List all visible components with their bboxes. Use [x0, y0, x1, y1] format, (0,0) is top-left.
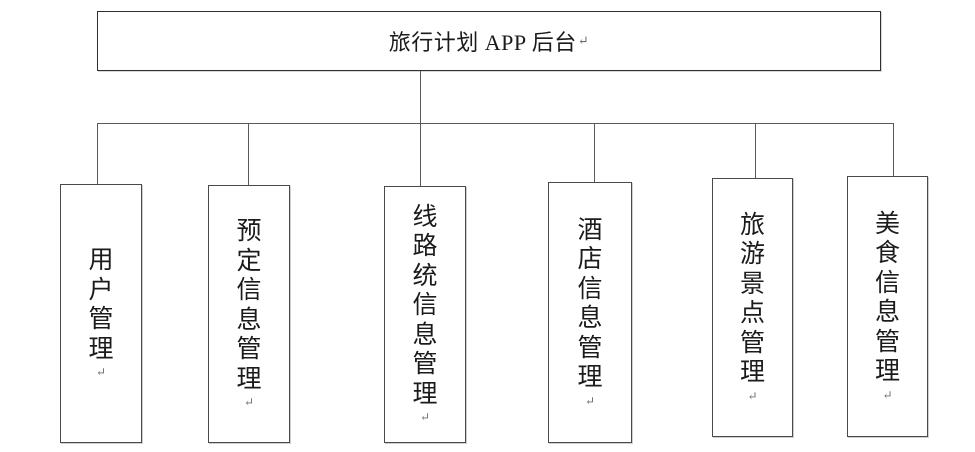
return-mark-icon: ↵: [243, 395, 255, 410]
connector-drop-1: [97, 123, 98, 184]
label-char: 旅: [739, 211, 765, 239]
connector-bus: [97, 123, 894, 124]
label-char: 户: [88, 276, 114, 304]
return-mark-icon: ↵: [419, 410, 431, 425]
label-char: 理: [236, 365, 262, 393]
label-char: 店: [577, 246, 603, 274]
label-char: 景: [739, 270, 765, 298]
connector-drop-5: [755, 123, 756, 178]
label-char: 理: [739, 359, 765, 387]
connector-drop-6: [893, 123, 894, 176]
return-mark-icon: ↵: [584, 393, 596, 408]
node-route-info-management[interactable]: 线路统信息管理 ↵: [384, 186, 466, 443]
connector-root-drop: [420, 71, 421, 123]
connector-drop-2: [248, 123, 249, 185]
node-label-4: 酒店信息管理↵: [549, 183, 631, 442]
label-char: 信: [874, 269, 900, 297]
label-char: 酒: [577, 216, 603, 244]
return-mark-icon: ↵: [882, 387, 893, 402]
label-char: 预: [236, 218, 262, 246]
node-scenic-spot-management[interactable]: 旅游景点管理↵: [712, 178, 793, 437]
node-user-management[interactable]: 用户管理 ↵: [60, 184, 142, 443]
label-char: 息: [412, 321, 438, 349]
label-char: 管: [577, 334, 603, 362]
label-char: 信: [577, 275, 603, 303]
label-char: 管: [412, 351, 438, 379]
label-char: 食: [874, 240, 900, 268]
return-mark-icon: ↵: [95, 365, 107, 380]
node-label-5: 旅游景点管理↵: [713, 179, 792, 436]
return-mark-icon: ↵: [747, 388, 758, 403]
label-char: 理: [88, 335, 114, 363]
label-char: 线: [412, 203, 438, 231]
label-char: 管: [236, 336, 262, 364]
label-char: 息: [236, 306, 262, 334]
label-char: 理: [577, 364, 603, 392]
node-label-2: 预定信息管理 ↵: [209, 186, 289, 442]
node-label-1: 用户管理 ↵: [61, 185, 141, 442]
label-char: 息: [577, 305, 603, 333]
label-char: 统: [412, 262, 438, 290]
return-mark-icon: ↵: [577, 33, 590, 48]
label-char: 信: [412, 292, 438, 320]
label-char: 游: [739, 241, 765, 269]
label-char: 理: [874, 358, 900, 386]
label-char: 点: [739, 300, 765, 328]
node-root[interactable]: 旅行计划 APP 后台↵: [97, 11, 881, 71]
connector-drop-3: [420, 123, 421, 186]
node-root-title: 旅行计划 APP 后台: [388, 30, 577, 55]
label-char: 理: [412, 380, 438, 408]
label-char: 管: [88, 306, 114, 334]
node-booking-info-management[interactable]: 预定信息管理 ↵: [208, 185, 290, 443]
node-label-3: 线路统信息管理 ↵: [385, 187, 465, 442]
connector-drop-4: [594, 123, 595, 182]
label-char: 管: [874, 328, 900, 356]
label-char: 美: [874, 210, 900, 238]
node-food-info-management[interactable]: 美食信息管理↵: [847, 176, 928, 437]
node-hotel-info-management[interactable]: 酒店信息管理↵: [548, 182, 632, 443]
label-char: 管: [739, 329, 765, 357]
node-root-label: 旅行计划 APP 后台↵: [98, 12, 880, 70]
label-char: 路: [412, 233, 438, 261]
label-char: 信: [236, 277, 262, 305]
label-char: 定: [236, 247, 262, 275]
label-char: 息: [874, 299, 900, 327]
node-label-6: 美食信息管理↵: [848, 177, 927, 436]
label-char: 用: [88, 247, 114, 275]
